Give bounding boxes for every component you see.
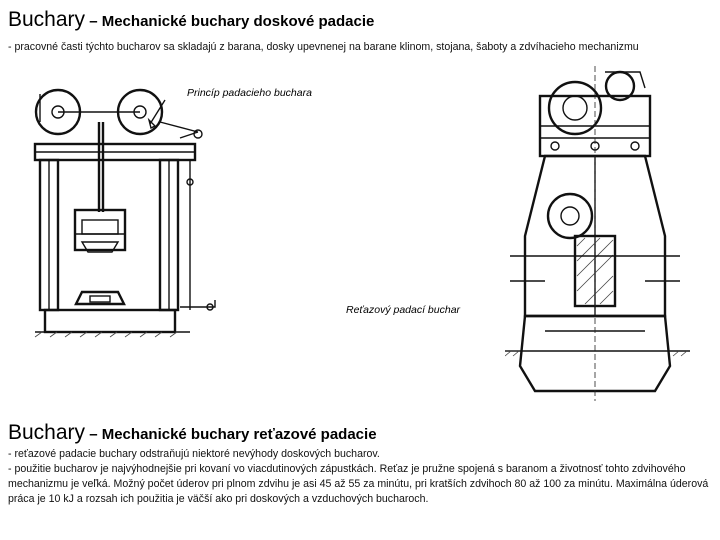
description-text: - pracovné časti týchto bucharov sa skla… [8,41,639,53]
text-line: - reťazové padacie buchary odstraňujú ni… [8,448,380,460]
title-main: Buchary [8,421,86,444]
chain-hammer-text: - reťazové padacie buchary odstraňujú ni… [8,447,714,507]
title-sub: – Mechanické buchary reťazové padacie [85,426,377,443]
chain-drop-hammer-drawing [505,66,690,401]
title-sub: – Mechanické buchary doskové padacie [85,13,375,30]
caption-chain-hammer: Reťazový padací buchar [346,304,461,316]
page-title: Buchary – Mechanické buchary doskové pad… [8,8,374,32]
board-drop-hammer-drawing [33,88,216,338]
title-main: Buchary [8,8,86,31]
caption-board-hammer: Princíp padacieho buchara [187,87,312,99]
section-title: Buchary – Mechanické buchary reťazové pa… [8,421,377,445]
text-line: - použitie bucharov je najvýhodnejšie pr… [8,463,709,505]
